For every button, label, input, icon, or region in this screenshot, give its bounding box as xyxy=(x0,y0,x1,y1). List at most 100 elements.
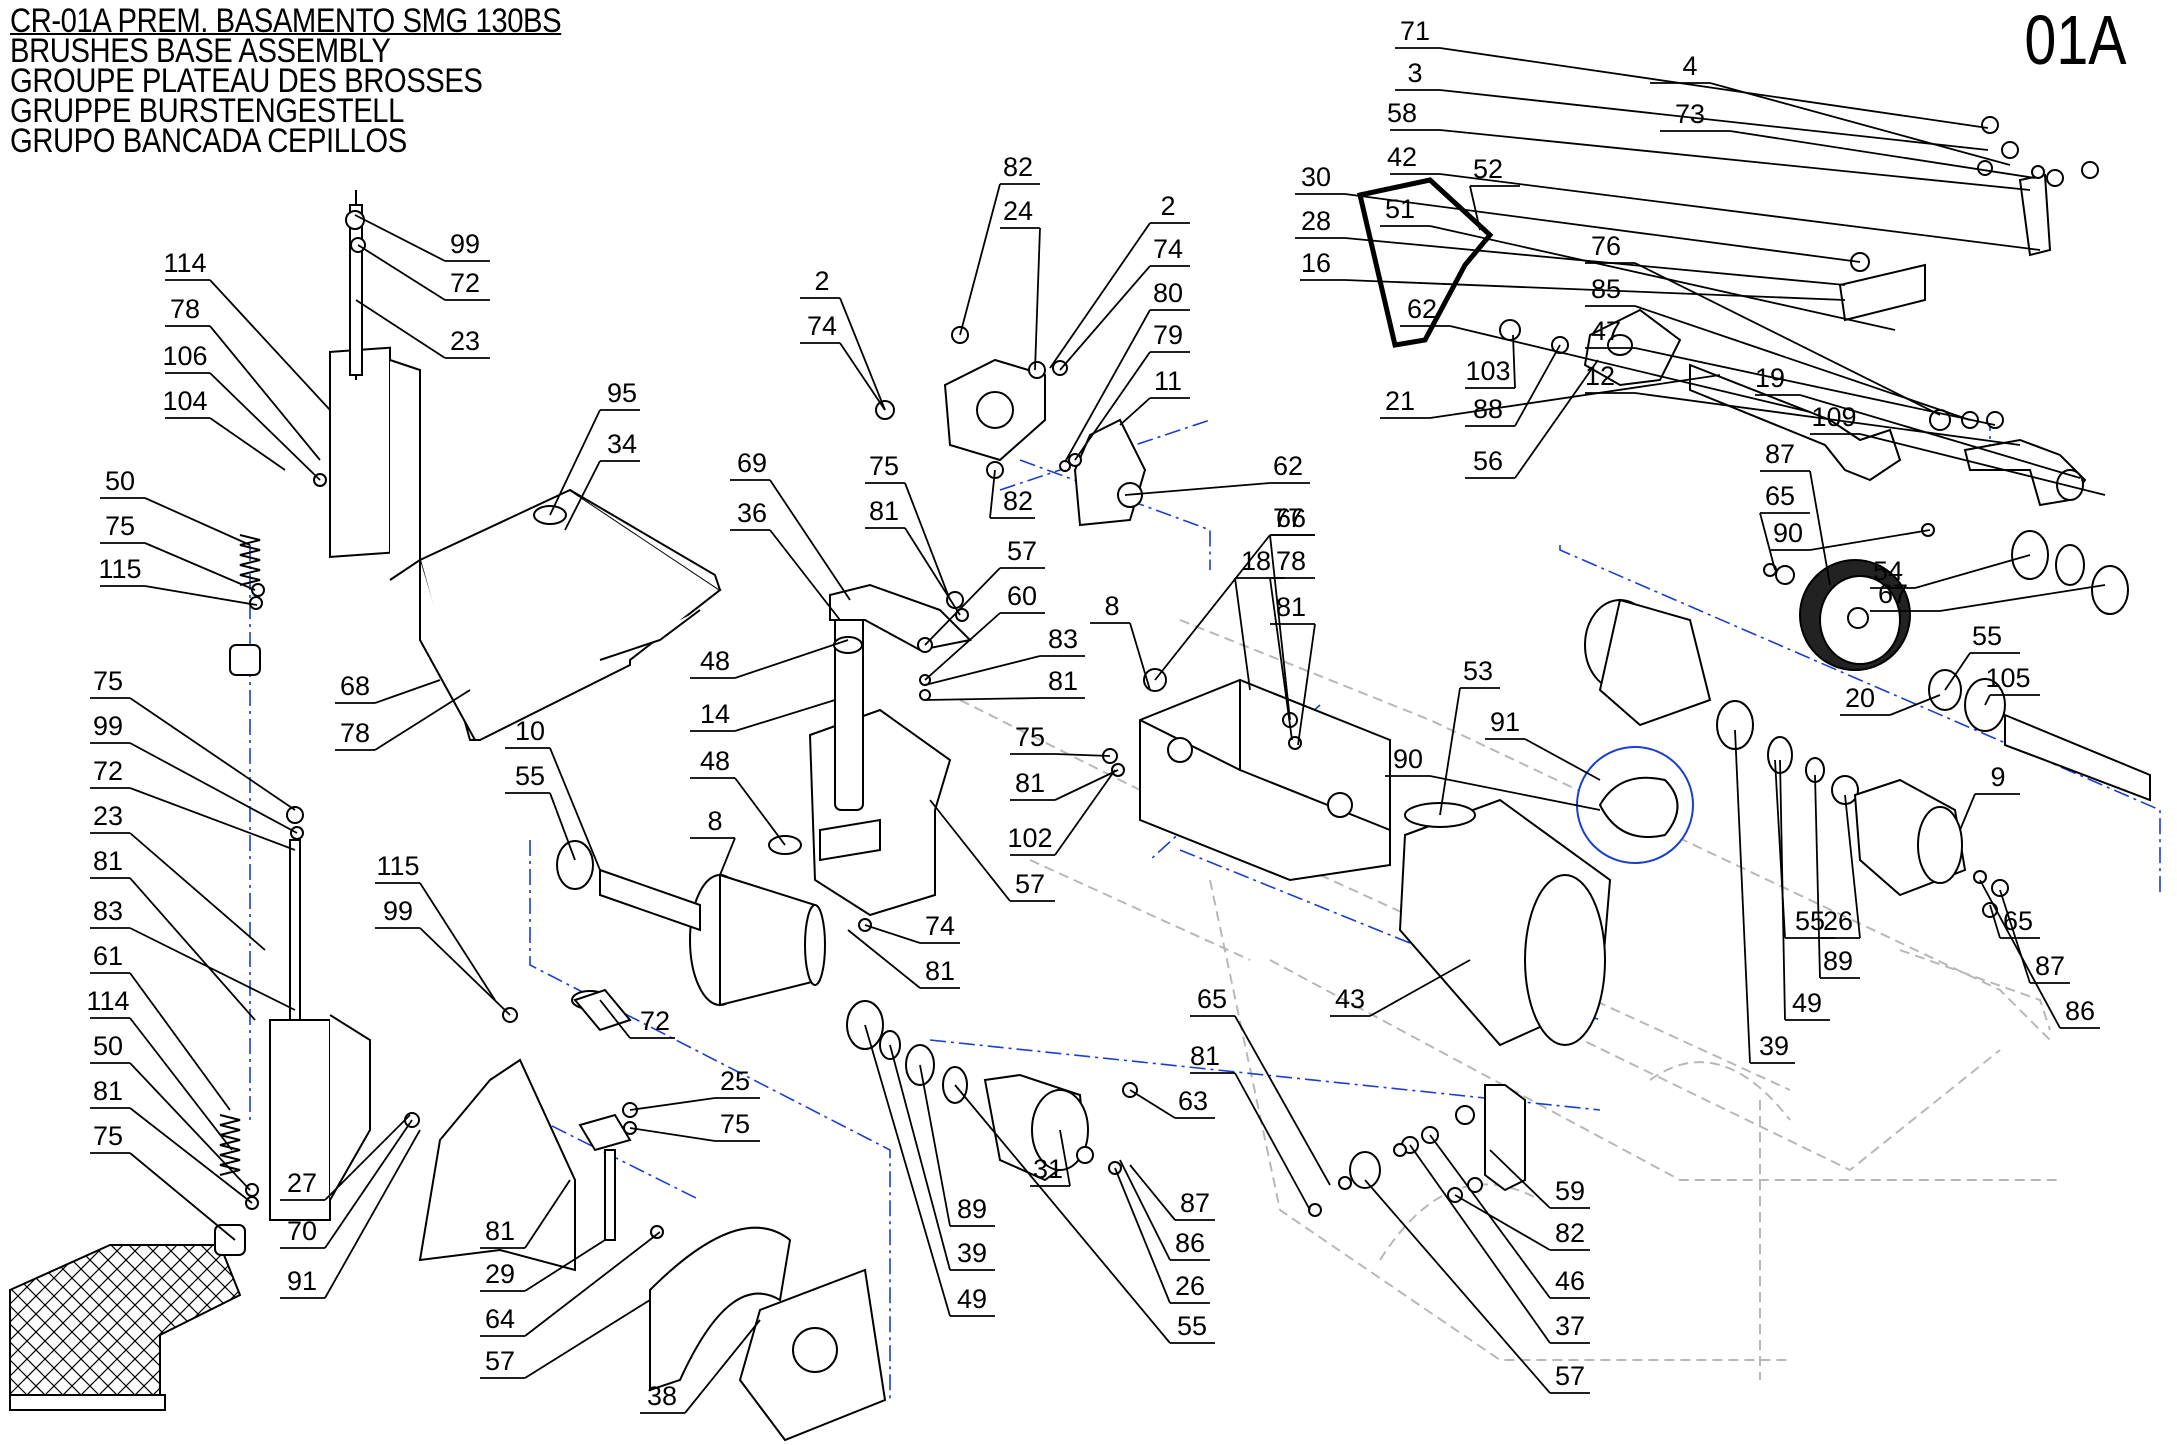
callout-number: 30 xyxy=(1301,162,1331,192)
callout-number: 71 xyxy=(1400,16,1430,46)
leader-lines xyxy=(90,47,2106,1414)
callout-leader xyxy=(734,777,786,846)
callout-leader xyxy=(1944,652,1971,691)
callout-number: 81 xyxy=(1276,592,1306,622)
callout-leader xyxy=(1809,529,1931,551)
callout-leader xyxy=(549,409,601,516)
callout-leader xyxy=(129,927,296,1011)
callout-number: 83 xyxy=(93,896,123,926)
callout-number: 81 xyxy=(485,1216,515,1246)
callout-leader xyxy=(524,1239,606,1292)
plate-64 xyxy=(578,1113,632,1152)
callout-number: 9 xyxy=(1990,762,2005,792)
callout-number: 72 xyxy=(93,756,123,786)
callout-leader xyxy=(1429,1134,1551,1299)
callout-number: 11 xyxy=(1154,366,1182,396)
callout-number: 8 xyxy=(707,806,722,836)
callout-leader xyxy=(1297,623,1316,746)
callout-leader xyxy=(1634,347,1996,426)
callout-number: 95 xyxy=(607,378,637,408)
callout-leader xyxy=(374,679,441,704)
callout-leader xyxy=(1054,769,1116,856)
callout-number: 70 xyxy=(287,1216,317,1246)
callout-number: 19 xyxy=(1755,363,1785,393)
callout-leader xyxy=(1439,687,1461,816)
callout-leader xyxy=(1939,584,2106,612)
callout-leader xyxy=(989,469,996,519)
callout-number: 78 xyxy=(170,294,200,324)
callout-number: 81 xyxy=(1048,666,1078,696)
callout-number: 72 xyxy=(450,268,480,298)
callout-number: 81 xyxy=(869,496,899,526)
callout-leader xyxy=(1439,173,2041,251)
callout-number: 74 xyxy=(925,911,955,941)
callout-number: 64 xyxy=(485,1304,515,1334)
callout-leader xyxy=(209,372,321,481)
callout-number: 69 xyxy=(737,448,767,478)
callout-leader xyxy=(129,1107,253,1204)
callout-leader xyxy=(129,1017,233,1151)
brush-hub-left xyxy=(689,873,826,1007)
callout-number: 74 xyxy=(1153,234,1183,264)
callout-leader xyxy=(1234,1015,1331,1186)
callout-leader xyxy=(1844,794,1861,939)
callout-leader xyxy=(1054,769,1119,801)
callout-number: 75 xyxy=(93,666,123,696)
callout-number: 2 xyxy=(814,266,829,296)
callout-leader xyxy=(1234,1072,1311,1211)
callout-number: 74 xyxy=(807,311,837,341)
callout-number: 29 xyxy=(485,1259,515,1289)
callout-number: 90 xyxy=(1773,518,1803,548)
callout-number: 81 xyxy=(1015,768,1045,798)
callout-number: 23 xyxy=(93,801,123,831)
callout-leader xyxy=(1774,759,1786,939)
callout-number: 47 xyxy=(1591,316,1621,346)
callout-number: 55 xyxy=(1972,621,2002,651)
callout-leader xyxy=(324,1114,411,1201)
callout-leader xyxy=(769,529,841,621)
callout-number: 27 xyxy=(287,1168,317,1198)
callout-leader xyxy=(1364,1179,1551,1394)
callout-leader xyxy=(1439,129,2031,191)
callout-number: 80 xyxy=(1153,278,1183,308)
callout-number: 42 xyxy=(1387,142,1417,172)
callout-number: 61 xyxy=(93,941,123,971)
brush-hub-right xyxy=(1584,598,1712,727)
callout-number: 36 xyxy=(737,498,767,528)
callout-number: 38 xyxy=(647,1381,677,1411)
callout-leader xyxy=(1344,237,1846,286)
bearing-55-left xyxy=(556,840,594,890)
callout-number: 34 xyxy=(607,429,637,459)
callout-number: 55 xyxy=(1795,906,1825,936)
cover-box xyxy=(418,488,722,741)
callout-number: 58 xyxy=(1387,98,1417,128)
callout-number: 52 xyxy=(1473,154,1503,184)
callout-leader xyxy=(864,924,921,944)
callout-number: 68 xyxy=(340,671,370,701)
callout-leader xyxy=(144,497,251,546)
callout-number: 67 xyxy=(1878,579,1908,609)
callout-leader xyxy=(1914,554,2031,589)
callout-number: 12 xyxy=(1585,361,1615,391)
callout-number: 99 xyxy=(93,711,123,741)
callout-leader xyxy=(1469,185,1481,231)
callout-leader xyxy=(1054,753,1111,757)
callout-leader xyxy=(924,567,1001,646)
callout-number: 50 xyxy=(93,1031,123,1061)
callout-number: 57 xyxy=(1015,869,1045,899)
callout-number: 87 xyxy=(1180,1188,1210,1218)
callout-number: 16 xyxy=(1301,248,1331,278)
callout-leader xyxy=(1429,374,1721,419)
callout-leader xyxy=(357,244,446,301)
callout-leader xyxy=(524,1231,661,1337)
callout-leader xyxy=(1709,82,2011,166)
left-lower-bracket xyxy=(269,839,371,1221)
callout-leader xyxy=(1989,904,2001,939)
callout-leader xyxy=(839,342,886,411)
title-spanish: GRUPO BANCADA CEPILLOS xyxy=(10,122,407,160)
callout-number: 49 xyxy=(1792,988,1822,1018)
callout-leader xyxy=(924,655,1041,686)
